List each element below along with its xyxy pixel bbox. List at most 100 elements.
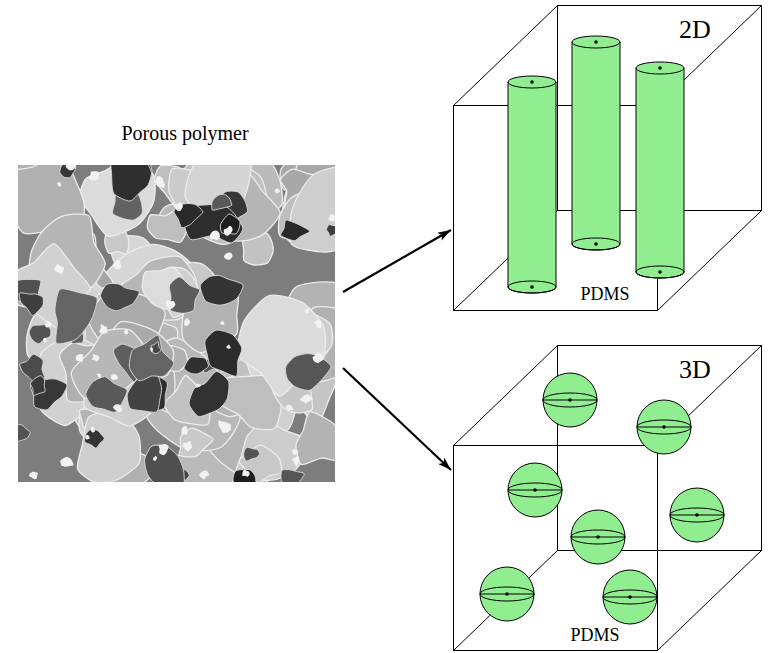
center-dot — [662, 425, 666, 429]
cylinder-pore — [572, 36, 620, 250]
bright-speck — [57, 182, 62, 187]
sphere-body — [543, 373, 597, 427]
sphere-body — [603, 570, 657, 624]
bright-speck — [89, 171, 99, 180]
bright-speck — [156, 176, 165, 188]
cylinder-bottom — [508, 281, 556, 293]
arrow-connector — [343, 230, 451, 292]
bright-speck — [29, 472, 38, 479]
pdms-cube: 2DPDMS — [453, 5, 762, 311]
cylinder-top — [508, 76, 556, 88]
pore — [233, 470, 256, 482]
center-dot — [505, 592, 509, 596]
pore — [285, 354, 331, 391]
sphere-pore — [571, 510, 625, 564]
pore — [55, 289, 97, 344]
cylinder-body — [572, 42, 620, 250]
bright-speck — [99, 324, 107, 334]
cube-edge — [454, 346, 558, 446]
bright-speck — [210, 230, 220, 240]
sphere-body — [508, 463, 562, 517]
bright-speck — [153, 456, 157, 461]
cylinder-body — [636, 68, 684, 278]
bright-speck — [43, 338, 47, 343]
bright-speck — [97, 374, 101, 379]
micrograph-panel: Porous polymer — [18, 118, 335, 482]
bright-speck — [305, 308, 310, 313]
bright-speck — [195, 384, 201, 388]
bright-speck — [226, 345, 231, 349]
pore — [200, 275, 243, 305]
sphere-pore — [508, 463, 562, 517]
bright-speck — [90, 427, 95, 433]
center-dot — [628, 595, 632, 599]
bright-speck — [174, 202, 183, 211]
bright-speck — [76, 354, 84, 362]
cylinder-bottom — [636, 266, 684, 278]
center-dot — [568, 398, 572, 402]
sphere-body — [670, 488, 724, 542]
sphere-body — [571, 510, 625, 564]
axis-dot — [530, 80, 534, 84]
bright-speck — [224, 226, 233, 236]
pore — [169, 277, 199, 313]
pore — [85, 429, 105, 448]
sphere-equator — [543, 393, 597, 407]
bright-speck — [312, 352, 323, 363]
pore — [60, 165, 76, 178]
sphere-pore — [480, 567, 534, 621]
pore — [18, 424, 30, 441]
pore — [111, 165, 152, 201]
bright-speck — [111, 374, 118, 380]
bright-speck — [286, 405, 293, 410]
bright-speck — [292, 449, 298, 455]
pore — [281, 470, 304, 482]
bright-speck — [218, 421, 231, 433]
cylinder-bottom — [572, 238, 620, 250]
axis-dot — [594, 40, 598, 44]
bright-speck — [66, 165, 77, 170]
bright-speck — [92, 354, 100, 362]
material-label: PDMS — [580, 284, 629, 305]
bright-speck — [113, 260, 122, 269]
node-art — [453, 5, 762, 311]
panel-heading: Porous polymer — [121, 122, 248, 145]
sphere-equator — [571, 530, 625, 544]
cylinder-body — [508, 82, 556, 293]
bright-speck — [292, 456, 299, 466]
bright-speck — [124, 329, 128, 334]
axis-dot — [658, 66, 662, 70]
pore — [29, 325, 51, 344]
pore — [184, 357, 208, 374]
cylinder-top — [572, 36, 620, 48]
sphere-equator — [480, 587, 534, 601]
bright-speck — [166, 300, 176, 309]
sphere-equator — [603, 590, 657, 604]
sphere-equator — [637, 420, 691, 434]
pore — [244, 447, 260, 461]
sphere-equator — [670, 508, 724, 522]
center-dot — [533, 488, 537, 492]
bright-speck — [275, 189, 280, 194]
bright-speck — [242, 469, 249, 476]
pore — [86, 377, 127, 413]
node-art — [453, 345, 762, 651]
sphere-equator — [508, 483, 562, 497]
bright-speck — [199, 471, 209, 480]
bright-speck — [314, 320, 321, 329]
bright-speck — [184, 318, 190, 326]
pore — [129, 335, 173, 381]
cube-edge — [658, 551, 762, 651]
bright-speck — [113, 404, 122, 412]
bright-speck — [45, 321, 52, 328]
polymer-wall — [296, 412, 335, 465]
bright-speck — [182, 426, 188, 434]
axis-dot — [658, 270, 662, 274]
cylinder-top — [636, 62, 684, 74]
pore — [19, 293, 43, 316]
arrow-connector — [343, 368, 451, 470]
axis-dot — [530, 285, 534, 289]
node-art — [18, 118, 335, 482]
